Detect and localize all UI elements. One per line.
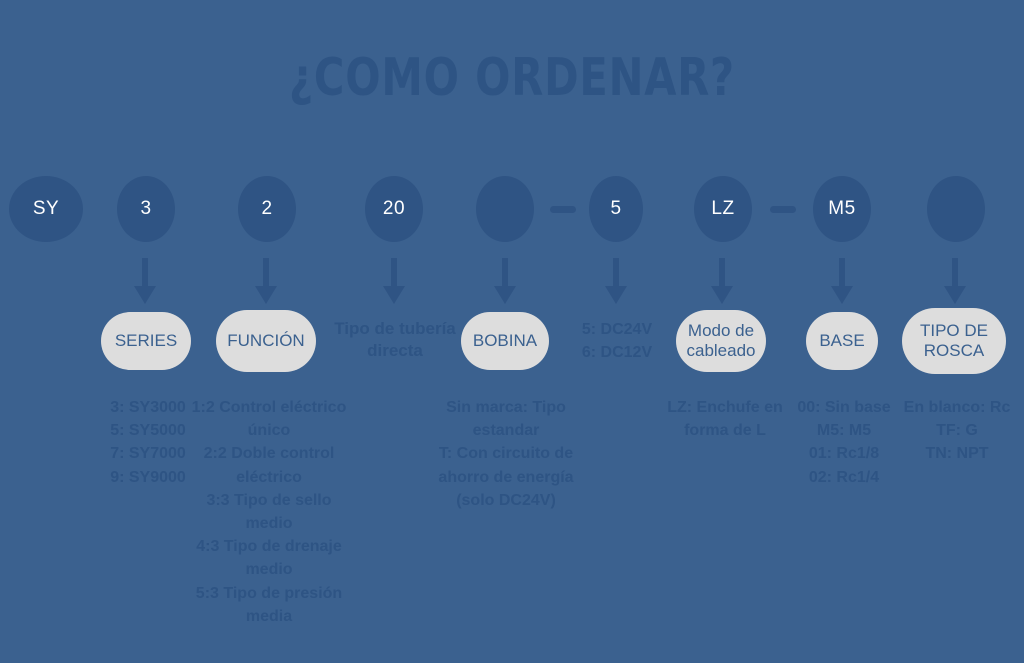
code-separator-dash-2 [770,206,796,213]
option-line: 5:3 Tipo de presión media [195,584,343,625]
arrow-shaft [839,258,845,288]
code-segment-blank-4[interactable] [476,176,534,242]
arrow-down-icon-7 [831,258,853,304]
arrow-head [605,286,627,304]
option-line: 02: Rc1/4 [808,468,880,486]
arrow-head [831,286,853,304]
option-line: 7: SY7000 [110,445,186,463]
arrow-down-icon-8 [944,258,966,304]
option-line: M5: M5 [816,422,872,440]
option-line: LZ: Enchufe en forma de L [667,399,783,440]
option-line: 5: SY5000 [110,422,186,440]
option-line: 2:2 Doble control eléctrico [203,445,335,486]
coil-voltage-note: 5: DC24V 6: DC12V [567,318,667,364]
arrow-down-icon-1 [134,258,156,304]
option-line: 3: SY3000 [110,399,186,416]
code-segment-5[interactable]: 5 [589,176,643,242]
option-line: TN: NPT [925,445,989,463]
option-line: TF: G [936,422,978,440]
arrow-head [944,286,966,304]
note-line: 6: DC12V [581,344,653,362]
arrow-head [711,286,733,304]
arrow-shaft [719,258,725,288]
arrow-shaft [391,258,397,288]
category-label-base: BASE [806,312,878,370]
arrow-down-icon-2 [255,258,277,304]
code-segment-sy[interactable]: SY [9,176,83,242]
arrow-head [255,286,277,304]
option-line: 3:3 Tipo de sello medio [206,491,332,532]
note-line: 5: DC24V [581,321,653,338]
arrow-shaft [613,258,619,288]
option-line: 4:3 Tipo de drenaje medio [196,538,342,579]
category-label-bobina: BOBINA [461,312,549,370]
code-segment-20[interactable]: 20 [365,176,423,242]
series-options: 3: SY3000 5: SY5000 7: SY7000 9: SY9000 [92,396,204,489]
arrow-head [134,286,156,304]
arrow-shaft [502,258,508,288]
option-line: 1:2 Control eléctrico único [191,399,347,440]
category-label-series: SERIES [101,312,191,370]
arrow-shaft [952,258,958,288]
arrow-down-icon-5 [605,258,627,304]
code-segment-m5[interactable]: M5 [813,176,871,242]
arrow-shaft [263,258,269,288]
option-line: En blanco: Rc [903,399,1011,416]
code-segment-3[interactable]: 3 [117,176,175,242]
arrow-head [494,286,516,304]
arrow-down-icon-6 [711,258,733,304]
coil-options: Sin marca: Tipo estandar T: Con circuito … [430,396,582,512]
code-segment-blank-8[interactable] [927,176,985,242]
option-line: 9: SY9000 [110,468,186,486]
code-segment-lz[interactable]: LZ [694,176,752,242]
page-title: ¿COMO ORDENAR? [289,48,735,108]
category-label-modo-de-cableado: Modo de cableado [676,310,766,372]
thread-options: En blanco: Rc TF: G TN: NPT [898,396,1016,466]
option-line: 00: Sin base [797,399,891,416]
option-line: 01: Rc1/8 [808,445,880,463]
function-options: 1:2 Control eléctrico único 2:2 Doble con… [190,396,348,628]
arrow-shaft [142,258,148,288]
wiring-options: LZ: Enchufe en forma de L [655,396,795,442]
category-label-función: FUNCIÓN [216,310,316,372]
code-segment-2[interactable]: 2 [238,176,296,242]
category-label-tipo-de-tubería-directa: Tipo de tubería directa [334,319,456,361]
arrow-down-icon-3 [383,258,405,304]
option-line: Sin marca: Tipo estandar [446,399,566,440]
arrow-head [383,286,405,304]
arrow-down-icon-4 [494,258,516,304]
category-label-tipo-de-rosca: TIPO DE ROSCA [902,308,1006,374]
code-separator-dash-1 [550,206,576,213]
option-line: T: Con circuito de ahorro de energía (so… [438,445,574,509]
